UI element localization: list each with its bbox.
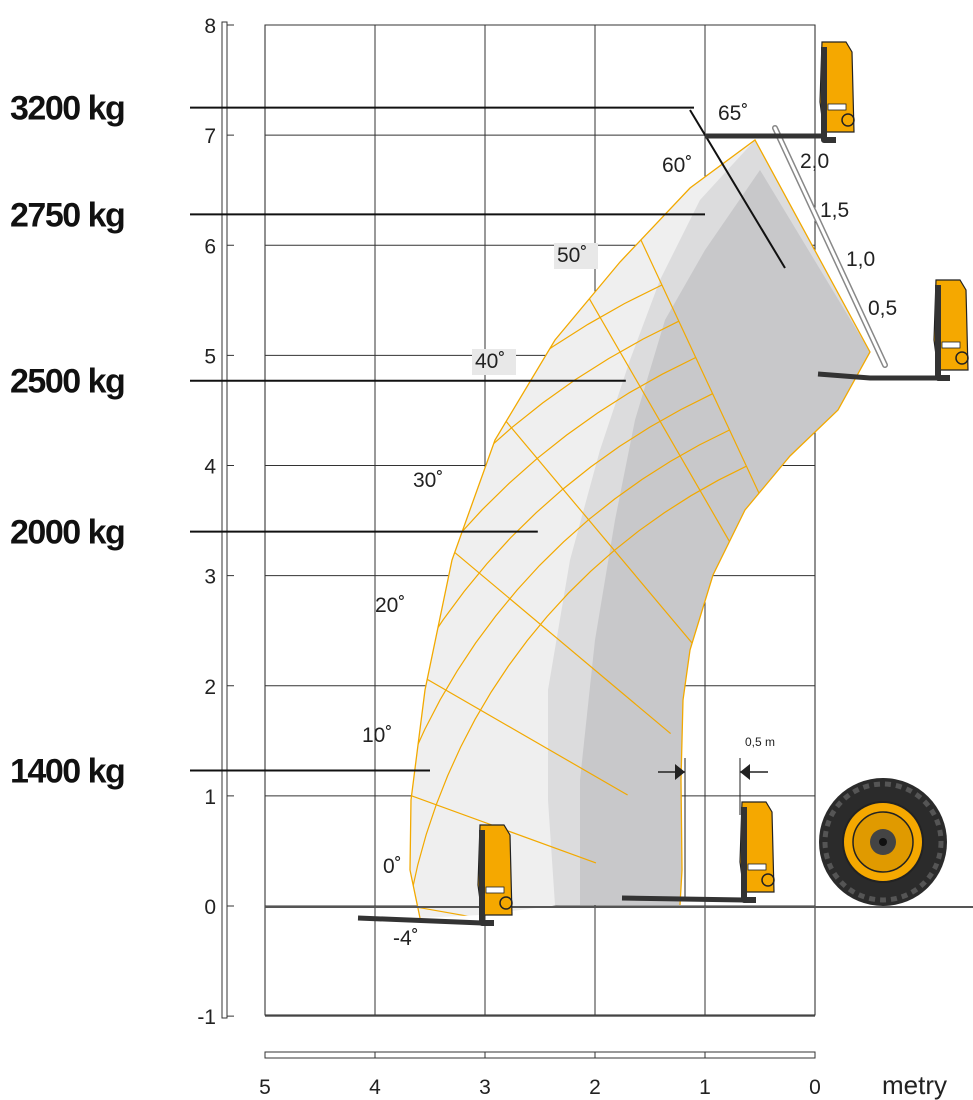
load-label: 2500 kg [10,363,124,401]
envelope-outline [409,139,871,919]
x-axis-label: metry [882,1070,947,1100]
fork-carriage-icon [477,824,513,926]
dimension-marker: 0,5 m [658,735,775,900]
extension-label: 1,0 [846,248,875,271]
angle-label: 0˚ [383,855,402,878]
fork-carriage-icon [933,279,969,381]
load-label: 3200 kg [10,90,124,128]
boom-angle-line [410,579,628,796]
extension-arc [410,320,680,918]
dimension-label: 0,5 m [745,735,775,749]
y-tick-label: 3 [204,566,216,589]
y-tick-label: 0 [204,896,216,919]
x-tick-label: 3 [479,1076,491,1099]
angle-label: 20˚ [375,594,405,617]
extension-scale: 2,0 1,5 1,0 0,5 [772,125,897,368]
fork-carriage-icon [819,41,855,143]
fork-tine [621,895,745,903]
x-tick-label: 2 [589,1076,601,1099]
y-tick-label: 5 [204,345,216,368]
extension-label: 0,5 [868,297,897,320]
angle-label: 40˚ [475,350,505,373]
angle-label-bg [554,243,598,269]
angle-label: 50˚ [557,244,587,267]
extension-label: 1,5 [820,199,849,222]
y-tick-label: 2 [204,676,216,699]
angle-label-bg [472,349,516,375]
y-tick-label: 4 [204,456,216,479]
wheel-icon [819,778,947,906]
y-tick-label: 1 [204,786,216,809]
angle-label: -4˚ [393,927,419,950]
fork-tine [817,371,936,381]
x-tick-label: 0 [809,1076,821,1099]
extension-arc [410,356,696,918]
fork-carriage-icon [739,801,775,903]
x-tick-label: 5 [259,1076,271,1099]
angle-label: 10˚ [362,724,392,747]
angle-label: 60˚ [662,154,692,177]
load-label: 2750 kg [10,196,124,234]
y-tick-label: 8 [204,15,216,38]
boom-angle-line [410,456,671,735]
angle-label: 65˚ [718,102,748,125]
fork-tine [357,915,483,926]
x-tick-label: 1 [699,1076,711,1099]
angle-label: 30˚ [413,469,443,492]
extension-arc [410,465,747,918]
extension-label: 2,0 [800,150,829,173]
y-tick-label: 7 [204,125,216,148]
boom-angle-line [410,715,597,864]
load-label: 2000 kg [10,514,124,552]
extension-arc [410,429,730,918]
zone-dark [580,170,870,905]
x-scale-bar [264,1051,816,1059]
y-tick-label: -1 [197,1006,216,1029]
load-label: 1400 kg [10,753,124,791]
x-tick-label: 4 [369,1076,381,1099]
y-tick-label: 6 [204,235,216,258]
y-scale-bar [221,21,228,1019]
